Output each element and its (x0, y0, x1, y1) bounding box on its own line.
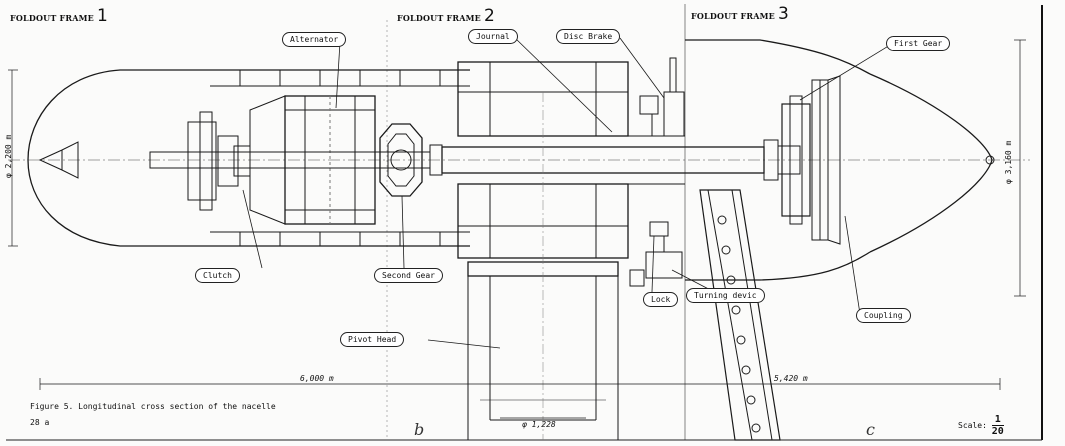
foldout-frame-1-number: 1 (96, 6, 109, 26)
callout-journal: Journal (468, 29, 518, 44)
callout-second-gear: Second Gear (374, 268, 443, 283)
dimension-left-diameter: φ 2,200 m (4, 134, 13, 178)
figure-caption: Figure 5. Longitudinal cross section of … (30, 402, 276, 411)
dimension-right-length: 5,420 m (774, 374, 808, 383)
scale-indicator: Scale: 1 20 (958, 414, 1004, 437)
dimension-right-diameter: φ 3,160 m (1004, 140, 1013, 184)
callout-clutch: Clutch (195, 268, 240, 283)
scale-numerator: 1 (991, 414, 1004, 426)
dimension-left-length: 6,000 m (300, 374, 334, 383)
foldout-frame-2-number: 2 (483, 6, 496, 26)
callout-alternator: Alternator (282, 32, 347, 47)
dimension-tower-diameter: φ 1,228 (522, 420, 556, 429)
foldout-frame-3-number: 3 (777, 4, 790, 24)
callout-pivot-head: Pivot Head (340, 332, 405, 347)
callout-coupling: Coupling (856, 308, 911, 323)
foldout-frame-3-label: FOLDOUT FRAME (691, 11, 775, 21)
handwritten-b: b (414, 420, 425, 439)
scale-denominator: 20 (991, 426, 1004, 437)
foldout-frame-1-label: FOLDOUT FRAME (10, 13, 94, 23)
handwritten-c: c (866, 420, 875, 439)
page-note: 28 a (30, 418, 50, 427)
scale-label: Scale: (958, 421, 987, 430)
foldout-frame-2-label: FOLDOUT FRAME (397, 13, 481, 23)
callout-disc-brake: Disc Brake (556, 29, 621, 44)
callout-lock: Lock (643, 292, 679, 307)
callout-turning-device: Turning devic (686, 288, 765, 303)
callout-first-gear: First Gear (886, 36, 951, 51)
scale-fraction: 1 20 (991, 414, 1004, 437)
